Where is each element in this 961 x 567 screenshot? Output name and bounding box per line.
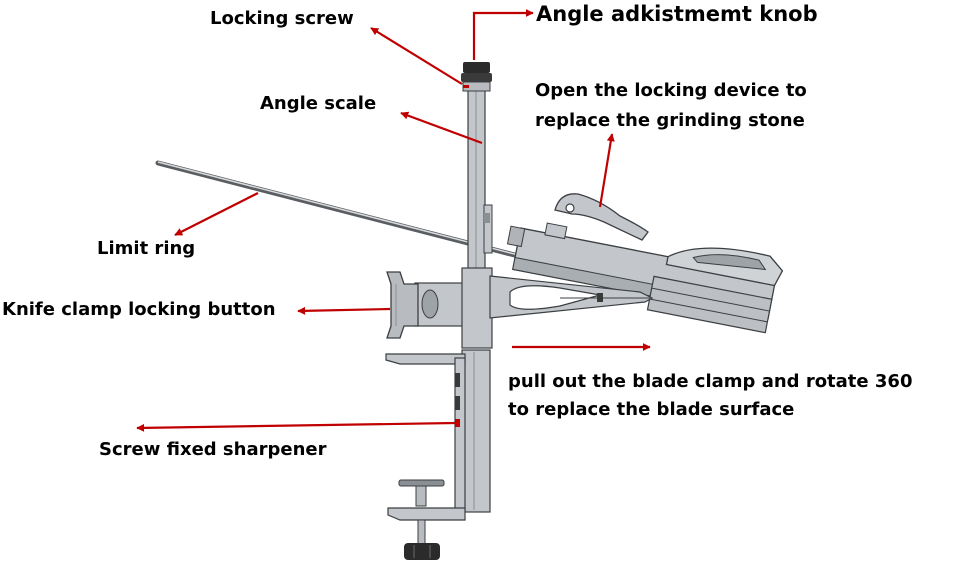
label-open-lock-line1: Open the locking device to — [535, 80, 807, 101]
arrow-limit-ring — [174, 192, 259, 236]
label-locking-screw: Locking screw — [210, 8, 354, 29]
label-angle-knob: Angle adkistmemt knob — [536, 2, 818, 26]
angle-knob-icon — [461, 62, 492, 92]
annotation-arrows — [136, 9, 651, 432]
label-pull-out-line2: to replace the blade surface — [508, 399, 795, 420]
label-screw-fixed: Screw fixed sharpener — [99, 439, 327, 460]
arrow-open-lock — [598, 133, 615, 208]
locking-lever — [554, 193, 649, 241]
clamp-button-icon — [386, 271, 419, 339]
stone-holder — [506, 222, 784, 334]
arrow-locking-screw — [370, 27, 463, 85]
label-limit-ring: Limit ring — [97, 238, 196, 259]
label-angle-scale: Angle scale — [260, 93, 377, 114]
limit-rod — [155, 160, 529, 261]
label-pull-out-line1: pull out the blade clamp and rotate 360 — [508, 371, 913, 392]
c-clamp — [385, 353, 466, 560]
arrow-angle-knob — [472, 9, 534, 60]
lower-column — [461, 349, 491, 513]
knife-clamp-body — [414, 267, 654, 349]
arrow-screw-fixed — [136, 421, 456, 432]
arrow-angle-scale — [400, 111, 483, 145]
label-open-lock-line2: replace the grinding stone — [535, 110, 805, 131]
label-clamp-button: Knife clamp locking button — [2, 299, 276, 320]
arrow-clamp-button — [297, 306, 391, 315]
